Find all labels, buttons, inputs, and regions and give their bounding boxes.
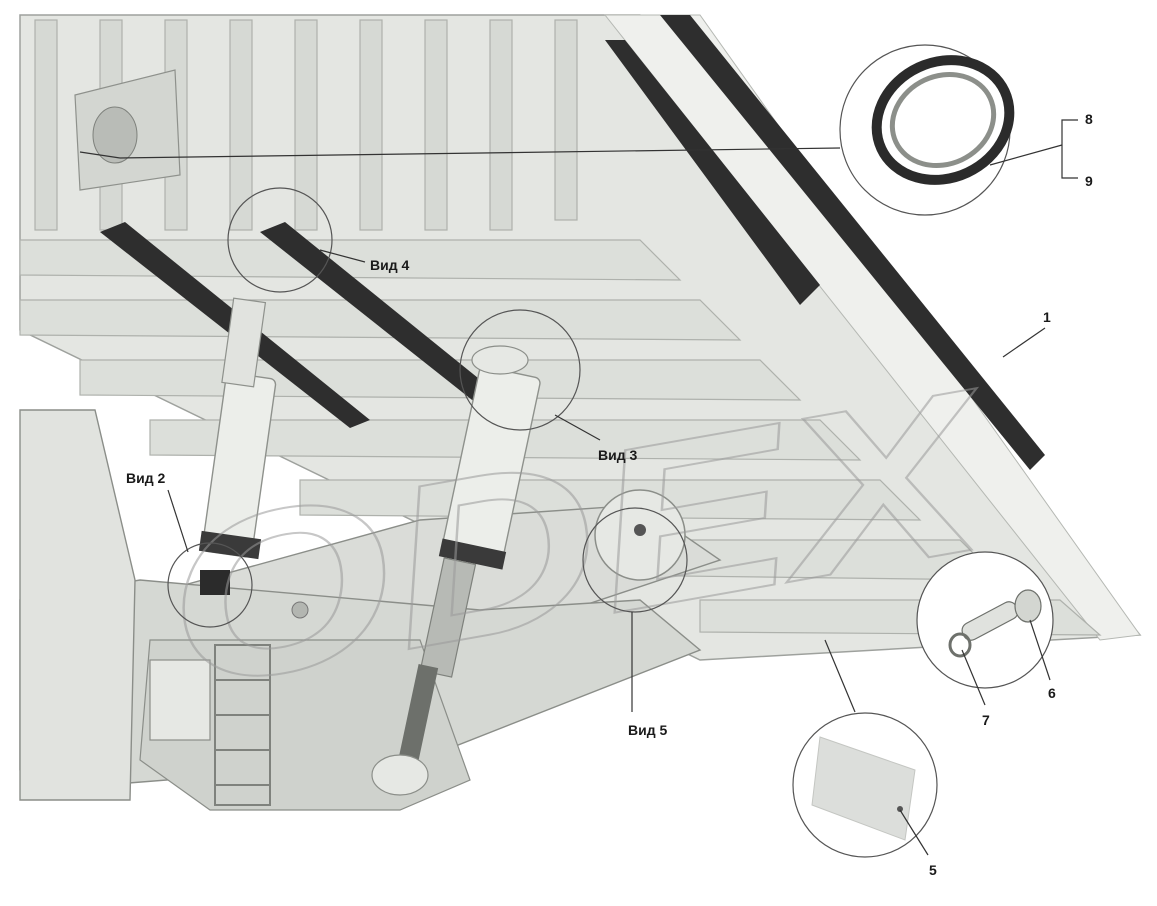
side-seal-strip-inner [605, 40, 820, 305]
leader-seal-to-bracket [119, 147, 841, 159]
pin-head [1014, 589, 1042, 623]
ladder-rungs [215, 679, 270, 786]
view-label-3: Вид 3 [598, 447, 637, 463]
leader-5 [899, 809, 929, 856]
leader-1 [1002, 327, 1046, 358]
side-seal-strip-outer [660, 15, 1045, 470]
leader-view-2 [167, 489, 189, 553]
seal-ring-inner [889, 71, 997, 169]
view-3-circle [459, 309, 581, 431]
rear-bracket-hole [92, 106, 138, 164]
leader-view-4 [319, 249, 366, 263]
frame-hole [291, 601, 309, 619]
detail-seal-ring [839, 44, 1015, 216]
part-number-7: 7 [982, 712, 990, 728]
plate-hole [897, 806, 903, 812]
cylinder-bottom-eye [371, 754, 429, 796]
view-2-circle [167, 542, 253, 628]
view-callout-circles [167, 187, 688, 628]
cylinder-top-eye [471, 345, 529, 375]
view-5-circle [582, 507, 688, 613]
plate [811, 736, 916, 841]
view-label-5: Вид 5 [628, 722, 667, 738]
seal-ring-outer [871, 55, 1015, 185]
ladder [214, 644, 271, 806]
cylinder-mount-block [200, 570, 230, 595]
hydraulic-cylinder-right [371, 345, 541, 796]
washer [948, 632, 972, 658]
cross-seal-strip-right [260, 222, 530, 430]
detail-pin-washer [916, 551, 1054, 689]
view-label-4: Вид 4 [370, 257, 409, 273]
hydraulic-cylinder-left [198, 297, 277, 595]
part-number-5: 5 [929, 862, 937, 878]
part-number-9: 9 [1085, 173, 1093, 189]
leader-6 [1029, 619, 1051, 681]
view-4-circle [227, 187, 333, 293]
part-number-6: 6 [1048, 685, 1056, 701]
cab-step [149, 659, 211, 741]
bracket-8-9 [1061, 119, 1078, 179]
pivot-pin [634, 524, 646, 536]
detail-plate [792, 712, 938, 858]
leader-plate-position [824, 639, 856, 713]
frame-front-post [19, 409, 136, 801]
leader-8-9 [989, 144, 1063, 166]
part-number-8: 8 [1085, 111, 1093, 127]
leader-lines [79, 119, 1078, 856]
part-number-1: 1 [1043, 309, 1051, 325]
leader-view-3 [554, 414, 601, 441]
view-label-2: Вид 2 [126, 470, 165, 486]
leader-7 [961, 649, 986, 706]
